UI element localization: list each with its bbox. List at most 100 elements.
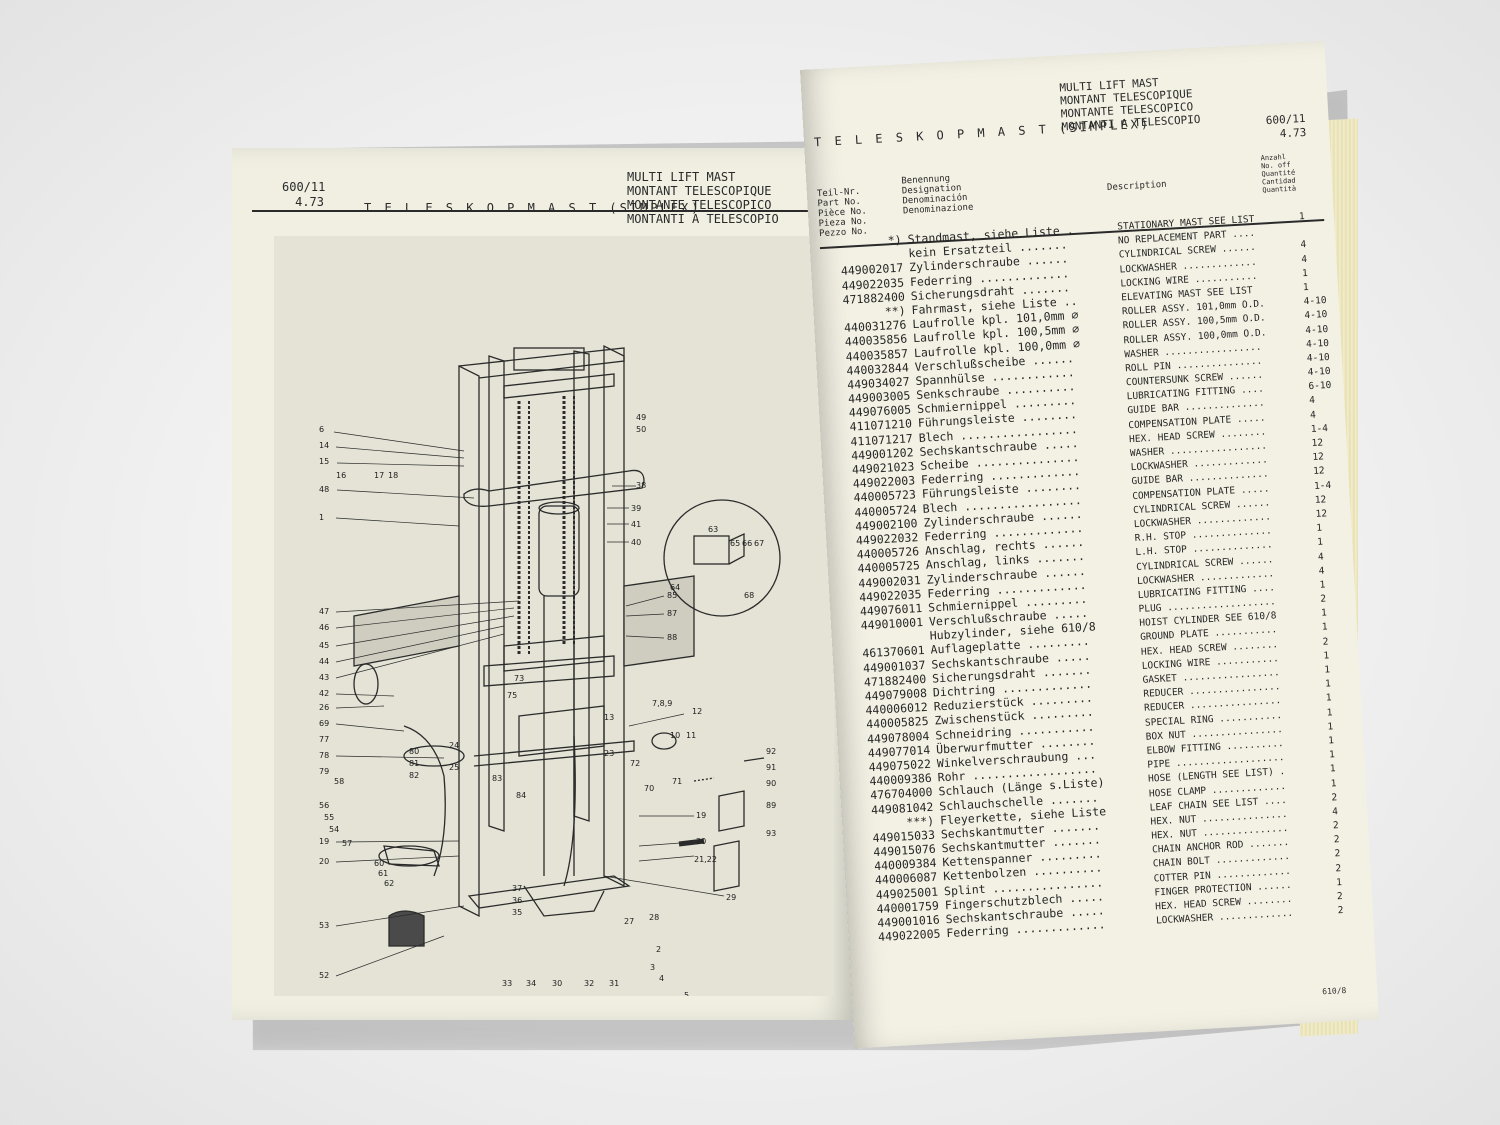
quantity: 2 (1322, 636, 1329, 648)
quantity: 1-4 (1313, 479, 1332, 492)
callout-60: 60 (374, 859, 384, 868)
callout-25: 25 (449, 763, 459, 772)
quantity: 4 (1318, 565, 1325, 577)
callout-67: 67 (754, 539, 764, 548)
callout-4: 4 (659, 974, 664, 983)
callout-38: 38 (636, 481, 646, 490)
quantity: 1 (1316, 536, 1324, 549)
right-page: T E L E S K O P M A S T (SIMPLEX) MULTI … (800, 40, 1379, 1049)
quantity: 1 (1329, 763, 1336, 775)
quantity: 1 (1323, 650, 1330, 662)
callout-53: 53 (319, 921, 329, 930)
quantity: 1 (1328, 749, 1336, 761)
callout-75: 75 (507, 691, 517, 700)
left-page-header: 600/11 4.73 T E L E S K O P M A S T (SIM… (282, 170, 832, 228)
callout-55: 55 (324, 813, 334, 822)
callout-41: 41 (631, 520, 641, 529)
header-rule (252, 210, 840, 212)
callout-19: 19 (319, 837, 329, 846)
callout-68: 68 (744, 591, 754, 600)
page-number: 600/11 (282, 180, 326, 194)
quantity: 4 (1331, 806, 1339, 818)
callout-27: 27 (624, 917, 634, 926)
quantity: 1 (1335, 876, 1343, 889)
callout-73: 73 (514, 674, 524, 683)
callout-26: 26 (319, 703, 329, 712)
quantity: 1 (1302, 281, 1309, 294)
callout-93: 93 (766, 829, 776, 838)
quantity: 4-10 (1306, 351, 1331, 365)
exploded-diagram: 6 14 15 16 17 18 48 1 47 46 45 44 43 42 … (274, 236, 834, 996)
callout-82: 82 (409, 771, 419, 780)
callout-43: 43 (319, 673, 329, 682)
callout-23: 23 (604, 749, 614, 758)
quantity: 12 (1312, 465, 1325, 478)
callout-33: 33 (502, 979, 512, 988)
callout-78: 78 (319, 751, 329, 760)
callout-88: 88 (667, 633, 677, 642)
left-page-number-block: 600/11 4.73 (282, 180, 326, 210)
callout-40: 40 (631, 538, 641, 547)
qty-it: Quantità (1262, 184, 1297, 195)
callout-54: 54 (329, 825, 339, 834)
callout-70: 70 (644, 784, 654, 793)
quantity: 2 (1331, 791, 1338, 804)
quantity: 4-10 (1303, 295, 1327, 308)
callout-36: 36 (512, 896, 522, 905)
callout-49: 49 (636, 413, 646, 422)
callout-19-right: 19 (696, 811, 706, 820)
callout-72: 72 (630, 759, 640, 768)
callout-66: 66 (742, 539, 752, 548)
callout-31: 31 (609, 979, 619, 988)
callout-12: 12 (692, 707, 702, 716)
callout-28: 28 (649, 913, 659, 922)
quantity: 2 (1334, 848, 1341, 860)
callout-39: 39 (631, 504, 641, 513)
callout-20-right: 20 (696, 837, 706, 846)
quantity: 1 (1321, 621, 1328, 634)
lang-title-es: MONTANTE TELESCOPICO (627, 198, 772, 212)
callout-20: 20 (319, 857, 329, 866)
column-header-qty: Anzahl No. off Quantité Cantidad Quantit… (1260, 153, 1297, 195)
mast-drawing: 6 14 15 16 17 18 48 1 47 46 45 44 43 42 … (319, 344, 781, 996)
callout-35: 35 (512, 908, 522, 917)
page-footer-ref: 610/8 (1322, 985, 1347, 997)
callout-44: 44 (319, 657, 329, 666)
callout-57: 57 (342, 839, 352, 848)
quantity: 12 (1311, 437, 1324, 450)
callout-30: 30 (552, 979, 562, 988)
quantity: 1 (1324, 664, 1331, 676)
callout-92: 92 (766, 747, 776, 756)
callout-77: 77 (319, 735, 329, 744)
quantity: 4 (1301, 253, 1308, 265)
callout-7-8-9: 7,8,9 (652, 699, 672, 708)
quantity: 1 (1324, 678, 1332, 690)
callout-37: 37 (512, 884, 522, 893)
column-header-part-no: Teil-Nr. Part No. Pièce No. Pieza No. Pe… (817, 187, 868, 239)
callout-63: 63 (708, 525, 718, 534)
quantity: 12 (1312, 451, 1325, 464)
callout-21-22: 21,22 (694, 855, 717, 864)
callout-24: 24 (449, 741, 459, 750)
lang-title-it: MONTANTI A TELESCOPIO (627, 212, 779, 226)
callout-2: 2 (656, 945, 661, 954)
parts-list: *)Standmast, siehe Liste .STATIONARY MAS… (809, 210, 1353, 946)
callout-46: 46 (319, 623, 329, 632)
right-page-header: T E L E S K O P M A S T (SIMPLEX) MULTI … (811, 61, 1325, 250)
callout-11: 11 (686, 731, 696, 740)
quantity: 4-10 (1304, 309, 1328, 322)
callout-56: 56 (319, 801, 329, 810)
callout-13: 13 (604, 713, 614, 722)
callout-85: 85 (667, 591, 677, 600)
quantity: 1 (1330, 777, 1337, 789)
quantity: 12 (1315, 508, 1328, 520)
callout-10: 10 (670, 731, 680, 740)
quantity: 1 (1325, 692, 1332, 704)
callout-71: 71 (672, 777, 682, 786)
callout-6: 6 (319, 425, 324, 434)
quantity: 2 (1333, 834, 1340, 846)
callout-3: 3 (650, 963, 655, 972)
quantity: 1-4 (1310, 422, 1329, 435)
quantity: 4-10 (1305, 323, 1329, 336)
page-date: 4.73 (1279, 125, 1307, 141)
